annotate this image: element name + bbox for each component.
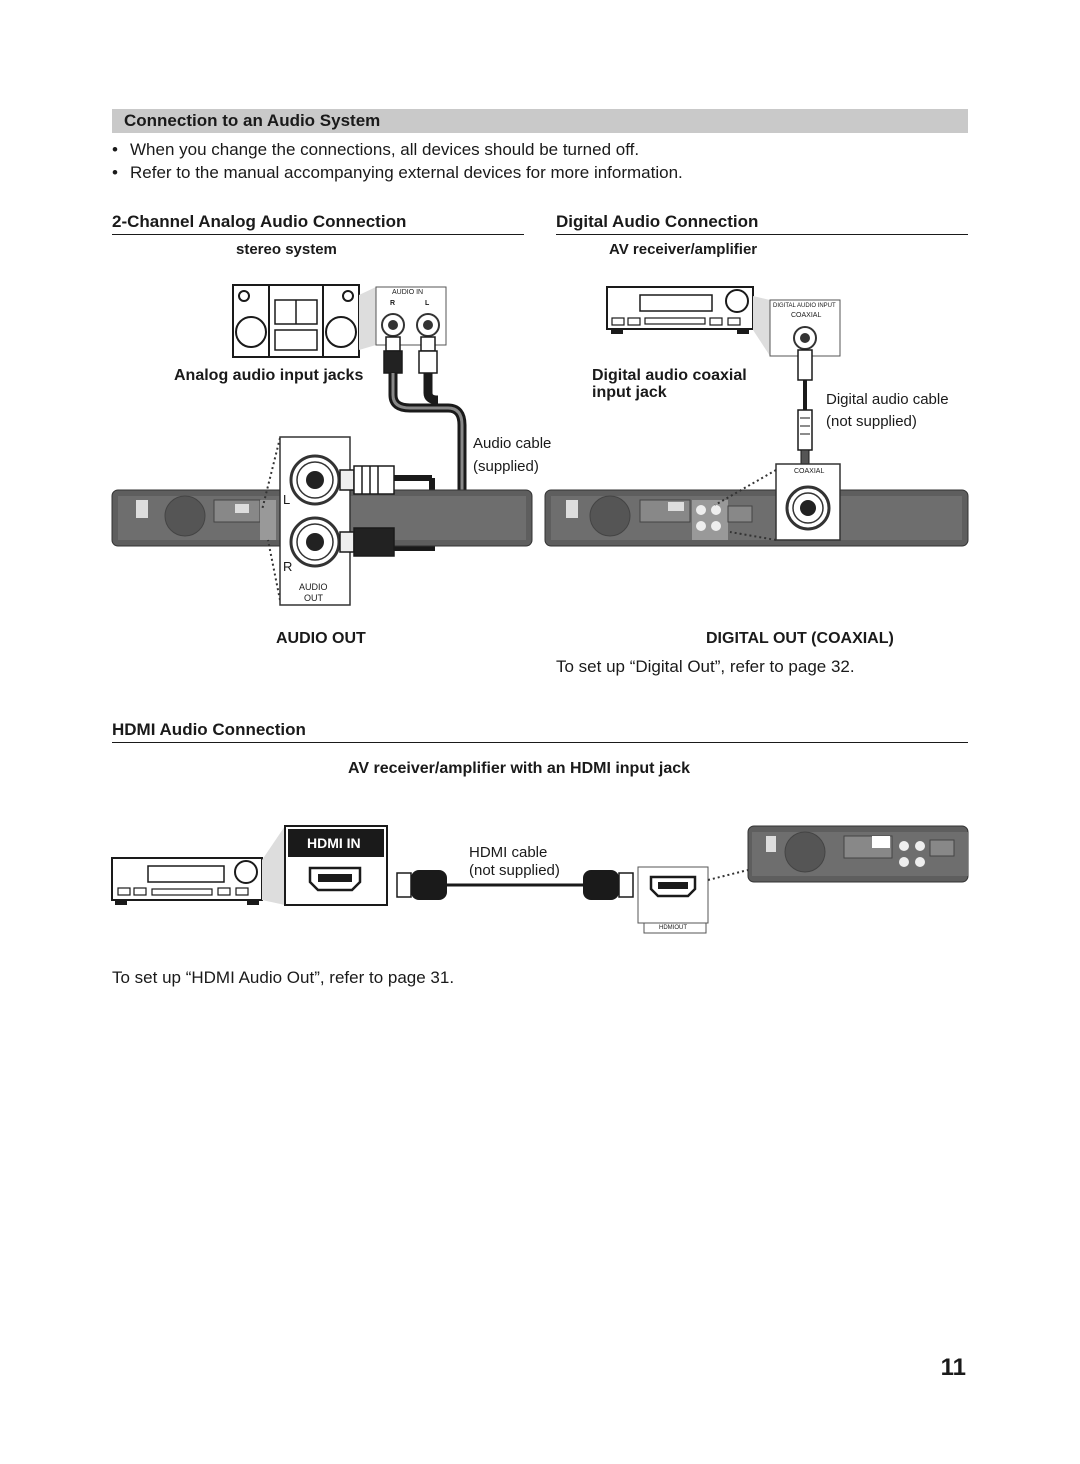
player-rear-right [544,489,969,547]
audio-in-r-label: R [390,300,396,307]
page-number: 11 [940,1354,966,1381]
hdmi-in-panel [262,825,388,906]
audio-in-l-label: L [425,300,430,307]
coaxial-out-panel [714,463,841,541]
analog-input-jacks-label: Analog audio input jacks [174,367,364,384]
hdmi-cable-label-2: (not supplied) [469,862,560,879]
av-receiver-illustration [606,286,754,334]
analog-heading: 2-Channel Analog Audio Connection [112,212,524,235]
hdmi-out-label: HDMIOUT [659,925,687,931]
hdmi-cable [396,870,634,900]
stereo-system-illustration [232,284,360,358]
digital-audio-cable [797,349,813,465]
digital-out-note: To set up “Digital Out”, refer to page 3… [556,657,855,676]
digital-cable-label-1: Digital audio cable [826,391,949,408]
digital-out-label: DIGITAL OUT (COAXIAL) [706,630,894,647]
jack-l-label: L [283,492,291,507]
rca-plugs-top [383,336,438,374]
digital-cable-label-2: (not supplied) [826,413,917,430]
digital-audio-input-label: DIGITAL AUDIO INPUT [773,303,836,309]
stereo-system-label: stereo system [236,241,337,258]
hdmi-heading: HDMI Audio Connection [112,720,968,743]
section-title: Connection to an Audio System [124,111,381,130]
hdmi-in-label: HDMI IN [307,835,361,851]
audio-out-label: AUDIO OUT [276,630,366,647]
audio-out-small-1: AUDIO [299,582,328,592]
player-rear-hdmi [747,825,969,883]
audio-out-small-2: OUT [304,593,323,603]
av-receiver-label: AV receiver/amplifier [609,241,758,258]
audio-cable-label-2: (supplied) [473,458,539,475]
digital-input-jack-label-1: Digital audio coaxial [592,367,747,384]
audio-in-label: AUDIO IN [392,289,424,296]
coaxial-small-label: COAXIAL [791,312,822,319]
audio-cable-label-1: Audio cable [473,435,552,452]
jack-r-label: R [283,559,293,574]
audio-in-panel [359,286,447,350]
audio-out-panel [261,436,351,606]
digital-audio-input-panel [753,296,841,357]
hdmi-note: To set up “HDMI Audio Out”, refer to pag… [112,968,455,987]
hdmi-av-receiver-illustration [111,857,263,905]
hdmi-device-label: AV receiver/amplifier with an HDMI input… [348,760,691,777]
hdmi-out-panel [637,839,869,934]
coaxial-box-label: COAXIAL [794,468,825,475]
digital-input-jack-label-2: input jack [592,384,667,401]
section-header: Connection to an Audio System [112,109,968,133]
bullet-item: •Refer to the manual accompanying extern… [112,163,683,182]
bullet-item: •When you change the connections, all de… [112,140,640,159]
hdmi-cable-label-1: HDMI cable [469,844,548,861]
digital-heading: Digital Audio Connection [556,212,968,235]
rca-plugs-bottom [339,465,395,557]
